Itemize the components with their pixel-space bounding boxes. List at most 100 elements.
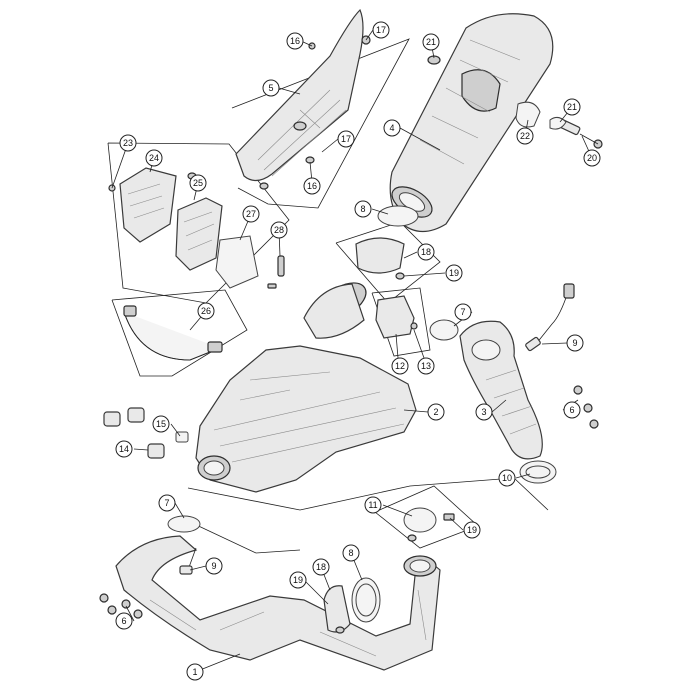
clamp-18-lower [323, 585, 351, 634]
callout-bubbles: 1 2 3 4 5 6 6 7 7 8 8 9 9 10 11 12 13 14… [115, 21, 601, 681]
svg-text:9: 9 [572, 338, 577, 348]
callout-18-upper: 18 [417, 243, 435, 261]
svg-text:19: 19 [449, 268, 459, 278]
sensor-9-lower [179, 547, 197, 575]
svg-text:8: 8 [348, 548, 353, 558]
nuts-6-lower [99, 593, 143, 619]
svg-text:8: 8 [360, 204, 365, 214]
svg-text:9: 9 [211, 561, 216, 571]
bracket-27 [215, 235, 285, 289]
svg-text:17: 17 [376, 25, 386, 35]
gasket-10 [519, 460, 557, 484]
callout-19-lower: 19 [289, 571, 307, 589]
svg-text:24: 24 [149, 153, 159, 163]
callout-19-upper: 19 [445, 264, 463, 282]
callout-21-upper: 21 [422, 33, 440, 51]
heat-shield [235, 8, 371, 190]
svg-text:5: 5 [268, 83, 273, 93]
svg-text:27: 27 [246, 209, 256, 219]
svg-text:4: 4 [389, 123, 394, 133]
rubber-14-15 [103, 407, 189, 459]
callout-7-upper: 7 [454, 303, 472, 321]
callout-8-upper: 8 [354, 200, 372, 218]
gasket-8-upper [377, 205, 419, 227]
callout-16-lower: 16 [303, 177, 321, 195]
svg-text:1: 1 [192, 667, 197, 677]
svg-text:2: 2 [433, 407, 438, 417]
cable-26 [123, 305, 223, 361]
gasket-8-lower [351, 577, 381, 623]
svg-text:11: 11 [368, 500, 377, 510]
svg-text:19: 19 [467, 525, 477, 535]
callout-26: 26 [197, 302, 215, 320]
callout-13: 13 [417, 357, 435, 375]
callout-17-lower: 17 [337, 130, 355, 148]
svg-text:16: 16 [307, 181, 317, 191]
callout-4: 4 [383, 119, 401, 137]
callout-23: 23 [119, 134, 137, 152]
svg-text:17: 17 [341, 134, 351, 144]
catalyst-box [195, 282, 417, 493]
callout-12: 12 [391, 357, 409, 375]
svg-text:28: 28 [274, 225, 284, 235]
servo-actuator [108, 167, 223, 271]
callout-6-upper: 6 [563, 401, 581, 419]
callout-10: 10 [498, 469, 516, 487]
callout-18-lower: 18 [312, 558, 330, 576]
callout-24: 24 [145, 149, 163, 167]
gasket-7-upper [429, 319, 459, 341]
callout-25: 25 [189, 174, 207, 192]
gasket-7-lower [167, 515, 201, 533]
svg-text:21: 21 [426, 37, 436, 47]
callout-14: 14 [115, 440, 133, 458]
callout-17-upper: 17 [372, 21, 390, 39]
callout-1: 1 [186, 663, 204, 681]
callout-20: 20 [583, 149, 601, 167]
callout-28: 28 [270, 221, 288, 239]
svg-text:12: 12 [395, 361, 405, 371]
callout-3: 3 [475, 403, 493, 421]
callout-11: 11 [364, 496, 382, 514]
callout-19-clamp: 19 [463, 521, 481, 539]
svg-text:21: 21 [567, 102, 577, 112]
muffler-hardware [427, 55, 603, 149]
svg-text:23: 23 [123, 138, 133, 148]
manifold-3 [459, 320, 543, 460]
svg-text:14: 14 [119, 444, 129, 454]
callout-22: 22 [516, 127, 534, 145]
nuts-6-upper [573, 385, 599, 429]
header-pipe-1 [115, 535, 441, 671]
svg-text:13: 13 [421, 361, 431, 371]
callout-9-upper: 9 [566, 334, 584, 352]
svg-text:19: 19 [293, 575, 303, 585]
callout-27: 27 [242, 205, 260, 223]
callout-21-lower: 21 [563, 98, 581, 116]
callout-7-lower: 7 [158, 494, 176, 512]
svg-text:15: 15 [156, 419, 166, 429]
clamp-12 [375, 295, 418, 339]
callout-8-lower: 8 [342, 544, 360, 562]
callout-5: 5 [262, 79, 280, 97]
callout-9-lower: 9 [205, 557, 223, 575]
svg-text:25: 25 [193, 178, 203, 188]
svg-text:7: 7 [460, 307, 465, 317]
svg-text:6: 6 [569, 405, 574, 415]
svg-text:20: 20 [587, 153, 597, 163]
callout-6-lower: 6 [115, 612, 133, 630]
sensor-9-upper [525, 283, 575, 352]
callout-15: 15 [152, 415, 170, 433]
callout-2: 2 [427, 403, 445, 421]
clamp-11 [403, 507, 455, 542]
svg-text:6: 6 [121, 616, 126, 626]
svg-text:18: 18 [316, 562, 326, 572]
clamp-18-upper [355, 237, 405, 280]
svg-text:16: 16 [290, 36, 300, 46]
svg-text:7: 7 [164, 498, 169, 508]
svg-text:18: 18 [421, 247, 431, 257]
svg-text:22: 22 [520, 131, 530, 141]
svg-text:3: 3 [481, 407, 486, 417]
callout-16-upper: 16 [286, 32, 304, 50]
svg-text:26: 26 [201, 306, 211, 316]
svg-text:10: 10 [502, 473, 512, 483]
